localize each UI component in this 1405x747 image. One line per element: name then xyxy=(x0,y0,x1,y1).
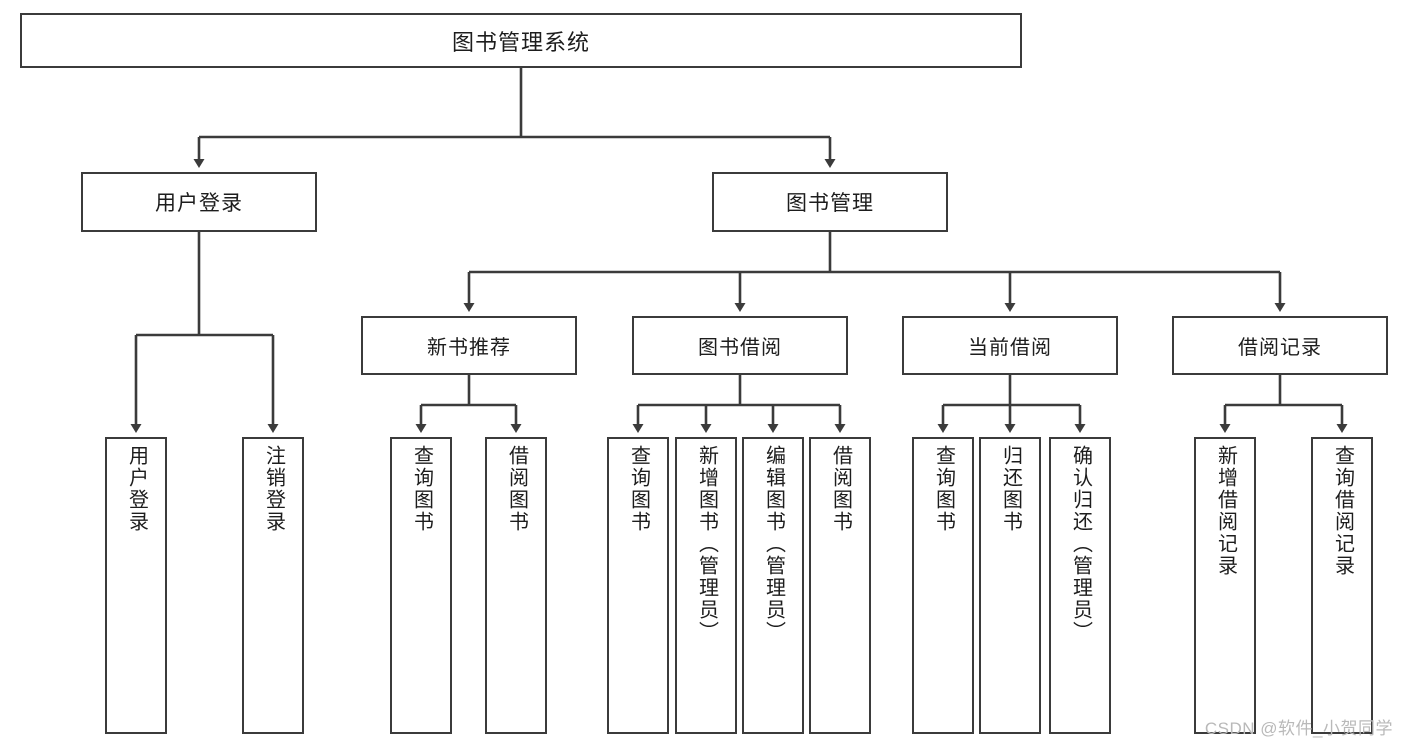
node-leaf-query-books-borrow-label: 查询图书 xyxy=(627,445,650,533)
node-leaf-edit-book-admin[interactable]: 编辑图书（管理员） xyxy=(742,437,804,734)
node-current-borrowing-label: 当前借阅 xyxy=(968,337,1052,359)
node-leaf-borrow-books-rec-label: 借阅图书 xyxy=(505,445,528,533)
node-current-borrowing[interactable]: 当前借阅 xyxy=(902,316,1118,375)
node-leaf-return-books[interactable]: 归还图书 xyxy=(979,437,1041,734)
node-leaf-confirm-return-admin[interactable]: 确认归还（管理员） xyxy=(1049,437,1111,734)
node-leaf-query-books-rec-label: 查询图书 xyxy=(410,445,433,533)
node-leaf-query-books-current-label: 查询图书 xyxy=(932,445,955,533)
node-user-login-label: 用户登录 xyxy=(155,192,243,215)
node-leaf-add-borrow-record-label: 新增借阅记录 xyxy=(1214,445,1237,577)
node-borrow-records-label: 借阅记录 xyxy=(1238,337,1322,359)
node-leaf-user-login-label: 用户登录 xyxy=(125,445,148,533)
node-leaf-user-login[interactable]: 用户登录 xyxy=(105,437,167,734)
node-leaf-query-books-borrow[interactable]: 查询图书 xyxy=(607,437,669,734)
node-leaf-query-books-rec[interactable]: 查询图书 xyxy=(390,437,452,734)
node-leaf-logout[interactable]: 注销登录 xyxy=(242,437,304,734)
node-book-borrowing[interactable]: 图书借阅 xyxy=(632,316,848,375)
node-book-management-label: 图书管理 xyxy=(786,192,874,215)
node-leaf-query-borrow-record-label: 查询借阅记录 xyxy=(1331,445,1354,577)
node-user-login[interactable]: 用户登录 xyxy=(81,172,317,232)
node-leaf-logout-label: 注销登录 xyxy=(262,445,285,533)
node-leaf-edit-book-admin-label: 编辑图书（管理员） xyxy=(762,445,785,643)
node-leaf-borrow-books-rec[interactable]: 借阅图书 xyxy=(485,437,547,734)
node-root-label: 图书管理系统 xyxy=(451,29,590,55)
node-leaf-return-books-label: 归还图书 xyxy=(999,445,1022,533)
node-leaf-borrow-books-label: 借阅图书 xyxy=(829,445,852,533)
node-root[interactable]: 图书管理系统 xyxy=(20,13,1022,68)
node-leaf-add-book-admin[interactable]: 新增图书（管理员） xyxy=(675,437,737,734)
watermark: CSDN @软件_小贺同学 xyxy=(1204,719,1393,738)
node-leaf-confirm-return-admin-label: 确认归还（管理员） xyxy=(1069,445,1092,643)
node-leaf-query-borrow-record[interactable]: 查询借阅记录 xyxy=(1311,437,1373,734)
node-new-book-recommendation-label: 新书推荐 xyxy=(427,337,511,359)
node-leaf-add-book-admin-label: 新增图书（管理员） xyxy=(695,445,718,643)
node-new-book-recommendation[interactable]: 新书推荐 xyxy=(361,316,577,375)
node-leaf-borrow-books[interactable]: 借阅图书 xyxy=(809,437,871,734)
node-leaf-query-books-current[interactable]: 查询图书 xyxy=(912,437,974,734)
node-book-borrowing-label: 图书借阅 xyxy=(698,337,782,359)
node-borrow-records[interactable]: 借阅记录 xyxy=(1172,316,1388,375)
node-book-management[interactable]: 图书管理 xyxy=(712,172,948,232)
node-leaf-add-borrow-record[interactable]: 新增借阅记录 xyxy=(1194,437,1256,734)
